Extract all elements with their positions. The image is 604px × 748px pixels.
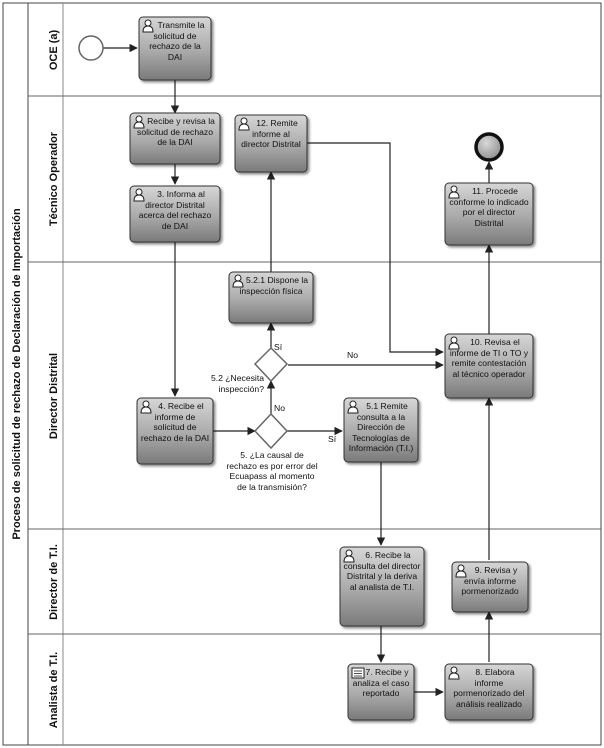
- task-label: Recibe y revisa la solicitud de rechazo …: [137, 116, 215, 148]
- user-icon: [140, 400, 152, 414]
- task-box[interactable]: [444, 333, 534, 399]
- task-label-box: Transmite la solicitud de rechazo de la …: [149, 20, 205, 62]
- user-icon: [448, 666, 460, 680]
- task-label: Transmite la solicitud de rechazo de la …: [149, 20, 205, 62]
- task-box[interactable]: [343, 397, 419, 463]
- gateway-5-2-label-box: 5.2 ¿Necesita inspección?: [210, 373, 264, 394]
- user-icon: [238, 117, 250, 131]
- task-t51[interactable]: 5.1 Remite consulta a la Dirección de Te…: [343, 397, 419, 463]
- user-icon: [232, 274, 244, 288]
- flow-label-si: Sí: [274, 342, 283, 352]
- user-icon: [142, 19, 154, 33]
- user-icon: [347, 400, 359, 414]
- user-icon: [343, 549, 355, 563]
- task-box[interactable]: [339, 546, 425, 627]
- gateway-5-2[interactable]: [253, 346, 289, 383]
- user-icon: [455, 564, 467, 578]
- flow-label-si: Sí: [328, 434, 337, 444]
- user-icon: [448, 336, 460, 350]
- task-label-box: 6. Recibe la consulta del director Distr…: [343, 550, 421, 592]
- flow-label-no: No: [347, 350, 358, 360]
- task-label: 7. Recibe y analiza el caso reportado: [352, 667, 410, 699]
- lane-label-tecnico: Técnico Operador: [48, 131, 60, 226]
- sequence-flows: [103, 43, 494, 697]
- task-label: 3. Informa al director Distrital acerca …: [138, 189, 212, 231]
- task-box[interactable]: [138, 16, 212, 81]
- task-t10[interactable]: 10. Revisa el informe de TI o TO y remit…: [444, 333, 534, 399]
- task-box[interactable]: [129, 185, 221, 243]
- task-label-box: 10. Revisa el informe de TI o TO y remit…: [449, 337, 529, 379]
- task-label-box: 9. Revisa y envía informe pormenorizado: [461, 565, 519, 597]
- task-t8[interactable]: 8. Elabora informe pormenorizado del aná…: [444, 663, 534, 721]
- task-label: 4. Recibe el informe de solicitud de rec…: [140, 401, 210, 443]
- task-t9[interactable]: 9. Revisa y envía informe pormenorizado: [451, 561, 529, 613]
- task-label: 5.2.1 Dispone la inspección física: [239, 275, 309, 296]
- task-t6[interactable]: 6. Recibe la consulta del director Distr…: [339, 546, 425, 627]
- lane-label-oce: OCE (a): [48, 29, 60, 70]
- pool-title: Proceso de solicitud de rechazo de Decla…: [11, 208, 23, 540]
- gateway-5-2-label: 5.2 ¿Necesita inspección?: [210, 373, 264, 394]
- script-icon: [351, 667, 365, 679]
- task-label-box: 7. Recibe y analiza el caso reportado: [352, 667, 410, 699]
- user-icon: [448, 185, 460, 199]
- flow-t12-t10: [307, 142, 444, 357]
- lane-label-director-distrital: Director Distrital: [48, 353, 60, 439]
- task-box[interactable]: [234, 114, 308, 173]
- task-label-box: 5.2.1 Dispone la inspección física: [239, 275, 309, 296]
- task-label-box: 5.1 Remite consulta a la Dirección de Te…: [348, 401, 414, 454]
- task-t2[interactable]: Recibe y revisa la solicitud de rechazo …: [129, 112, 221, 165]
- flow-label-no: No: [274, 403, 285, 413]
- task-label-box: 11. Procede conforme lo indicado por el …: [449, 186, 529, 228]
- tasks-layer: Transmite la solicitud de rechazo de la …: [129, 16, 534, 721]
- gateway-5[interactable]: [253, 412, 289, 450]
- task-label-box: 8. Elabora informe pormenorizado del aná…: [453, 667, 525, 709]
- task-box[interactable]: [129, 112, 221, 165]
- task-label: 8. Elabora informe pormenorizado del aná…: [453, 667, 525, 709]
- task-label-box: 12. Remite informe al director Distrital: [241, 118, 301, 150]
- lane-label-analista-ti: Analista de T.I.: [48, 652, 60, 728]
- start-event[interactable]: [78, 35, 104, 61]
- task-label-box: 3. Informa al director Distrital acerca …: [138, 189, 212, 231]
- task-t521[interactable]: 5.2.1 Dispone la inspección física: [228, 271, 314, 324]
- task-label: 11. Procede conforme lo indicado por el …: [449, 186, 529, 228]
- task-box[interactable]: [451, 561, 529, 613]
- end-event[interactable]: [474, 132, 504, 162]
- task-label: 9. Revisa y envía informe pormenorizado: [461, 565, 519, 597]
- task-label-box: Recibe y revisa la solicitud de rechazo …: [137, 116, 215, 148]
- lane-label-director-ti: Director de T.I.: [48, 544, 60, 620]
- task-t11[interactable]: 11. Procede conforme lo indicado por el …: [444, 182, 534, 246]
- task-label: 10. Revisa el informe de TI o TO y remit…: [449, 337, 529, 379]
- task-label: 5.1 Remite consulta a la Dirección de Te…: [348, 401, 414, 454]
- task-box[interactable]: [136, 397, 214, 465]
- task-label-box: 4. Recibe el informe de solicitud de rec…: [140, 401, 210, 443]
- user-icon: [133, 188, 145, 202]
- gateway-5-label: 5. ¿La causal de rechazo es por error de…: [226, 450, 318, 492]
- task-label: 6. Recibe la consulta del director Distr…: [343, 550, 421, 592]
- task-t7[interactable]: 7. Recibe y analiza el caso reportado: [347, 663, 415, 721]
- task-box[interactable]: [444, 182, 534, 246]
- task-t4[interactable]: 4. Recibe el informe de solicitud de rec…: [136, 397, 214, 465]
- user-icon: [133, 115, 145, 129]
- gateway-5-label-box: 5. ¿La causal de rechazo es por error de…: [226, 450, 318, 492]
- task-t3[interactable]: 3. Informa al director Distrital acerca …: [129, 185, 221, 243]
- task-box[interactable]: [228, 271, 314, 324]
- task-label: 12. Remite informe al director Distrital: [241, 118, 301, 150]
- task-box[interactable]: [444, 663, 534, 721]
- task-t12[interactable]: 12. Remite informe al director Distrital: [234, 114, 308, 173]
- task-t1[interactable]: Transmite la solicitud de rechazo de la …: [138, 16, 212, 81]
